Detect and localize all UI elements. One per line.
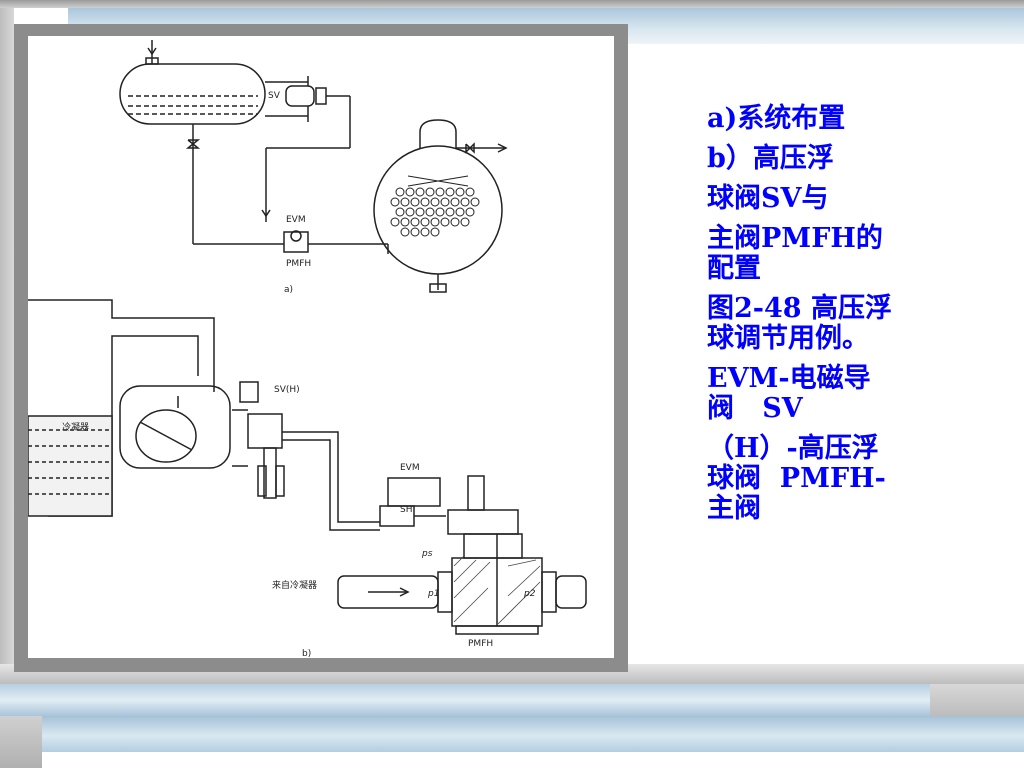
caption-line-2: b）高压浮 [707, 143, 834, 174]
caption-line-1: a)系统布置 [707, 103, 846, 134]
left-grey-band [0, 8, 14, 672]
label-b-from-condenser: 来自冷凝器 [272, 579, 317, 591]
label-a-evm: EVM [286, 215, 306, 225]
caption-line-6: EVM-电磁导 阀 SV [707, 363, 871, 424]
label-b-sh: SH [400, 505, 412, 515]
label-b-p1: p1 [427, 589, 439, 599]
label-b-sub: b) [302, 649, 311, 658]
top-grey-band [0, 0, 1024, 8]
caption-line-3: 球阀SV与 [707, 183, 829, 214]
evm-pmfh-valve [283, 231, 309, 253]
label-b-ps: ps [421, 549, 433, 559]
label-a-sv: SV [268, 91, 281, 101]
separator-vessel [373, 145, 503, 275]
label-b-svh: SV(H) [274, 385, 300, 395]
receiver-drum [119, 63, 266, 125]
caption-line-5: 图2-48 高压浮 球调节用例。 [707, 293, 892, 354]
float-ball [135, 409, 197, 463]
label-a-sub: a) [284, 285, 293, 295]
figure-panel: SV EVM PMFH a) SV(H) 冷凝器 EVM SH ps p1 p2… [28, 36, 614, 658]
separator-top [419, 119, 457, 148]
bottom-grey-block [930, 684, 1024, 716]
caption-line-4: 主阀PMFH的 配置 [707, 223, 883, 284]
label-b-evm: EVM [400, 463, 420, 473]
label-b-p2: p2 [523, 589, 536, 599]
caption-line-7: （H）-高压浮 球阀 PMFH- 主阀 [707, 433, 886, 524]
figure-caption: a)系统布置 b）高压浮 球阀SV与 主阀PMFH的 配置 图2-48 高压浮 … [707, 104, 937, 534]
float-chamber [119, 385, 231, 469]
sv-float-chamber [285, 85, 315, 107]
evm-coil [387, 477, 441, 507]
label-b-condenser: 冷凝器 [62, 421, 89, 433]
bottom-blue-band-1 [0, 684, 930, 716]
label-a-pmfh: PMFH [286, 259, 311, 269]
label-b-pmfh: PMFH [468, 639, 493, 649]
bottom-blue-band-2 [42, 716, 1024, 752]
bottom-left-grey-block [0, 716, 42, 768]
bottom-white-strip [42, 752, 1024, 768]
schematic-diagram: SV EVM PMFH a) SV(H) 冷凝器 EVM SH ps p1 p2… [28, 40, 587, 658]
